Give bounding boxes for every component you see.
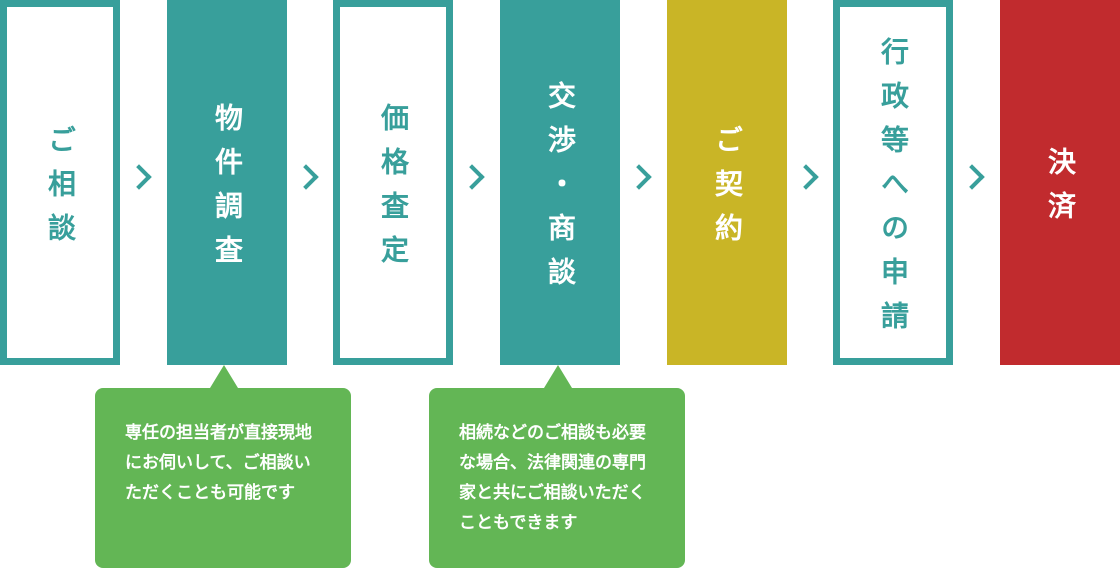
step-consultation: ご相談 [0,0,120,365]
step-price-assessment: 価格査定 [333,0,453,365]
callout-text: 専任の担当者が直接現地にお伺いして、ご相談いただくことも可能です [125,423,312,503]
step-property-survey: 物件調査 [167,0,287,365]
chevron-right-icon [459,164,485,190]
step-label: ご契約 [711,124,744,257]
step-label: 交渉・商談 [544,80,577,301]
step-contract: ご契約 [667,0,787,365]
step-label: 決済 [1044,146,1077,235]
step-label: ご相談 [44,124,77,257]
chevron-right-icon [293,164,319,190]
step-negotiation: 交渉・商談 [500,0,620,365]
step-settlement: 決済 [1000,0,1120,365]
callout-property-survey: 専任の担当者が直接現地にお伺いして、ご相談いただくことも可能です [95,365,351,568]
chevron-right-icon [626,164,652,190]
chevron-right-icon [793,164,819,190]
chevron-right-icon [959,164,985,190]
callout-negotiation: 相続などのご相談も必要な場合、法律関連の専門家と共にご相談いただくこともできます [429,365,685,568]
chevron-right-icon [126,164,152,190]
step-label: 価格査定 [377,102,410,279]
step-administrative-application: 行政等への申請 [833,0,953,365]
step-label: 行政等への申請 [877,36,910,345]
step-label: 物件調査 [211,102,244,279]
callout-text: 相続などのご相談も必要な場合、法律関連の専門家と共にご相談いただくこともできます [459,423,646,533]
